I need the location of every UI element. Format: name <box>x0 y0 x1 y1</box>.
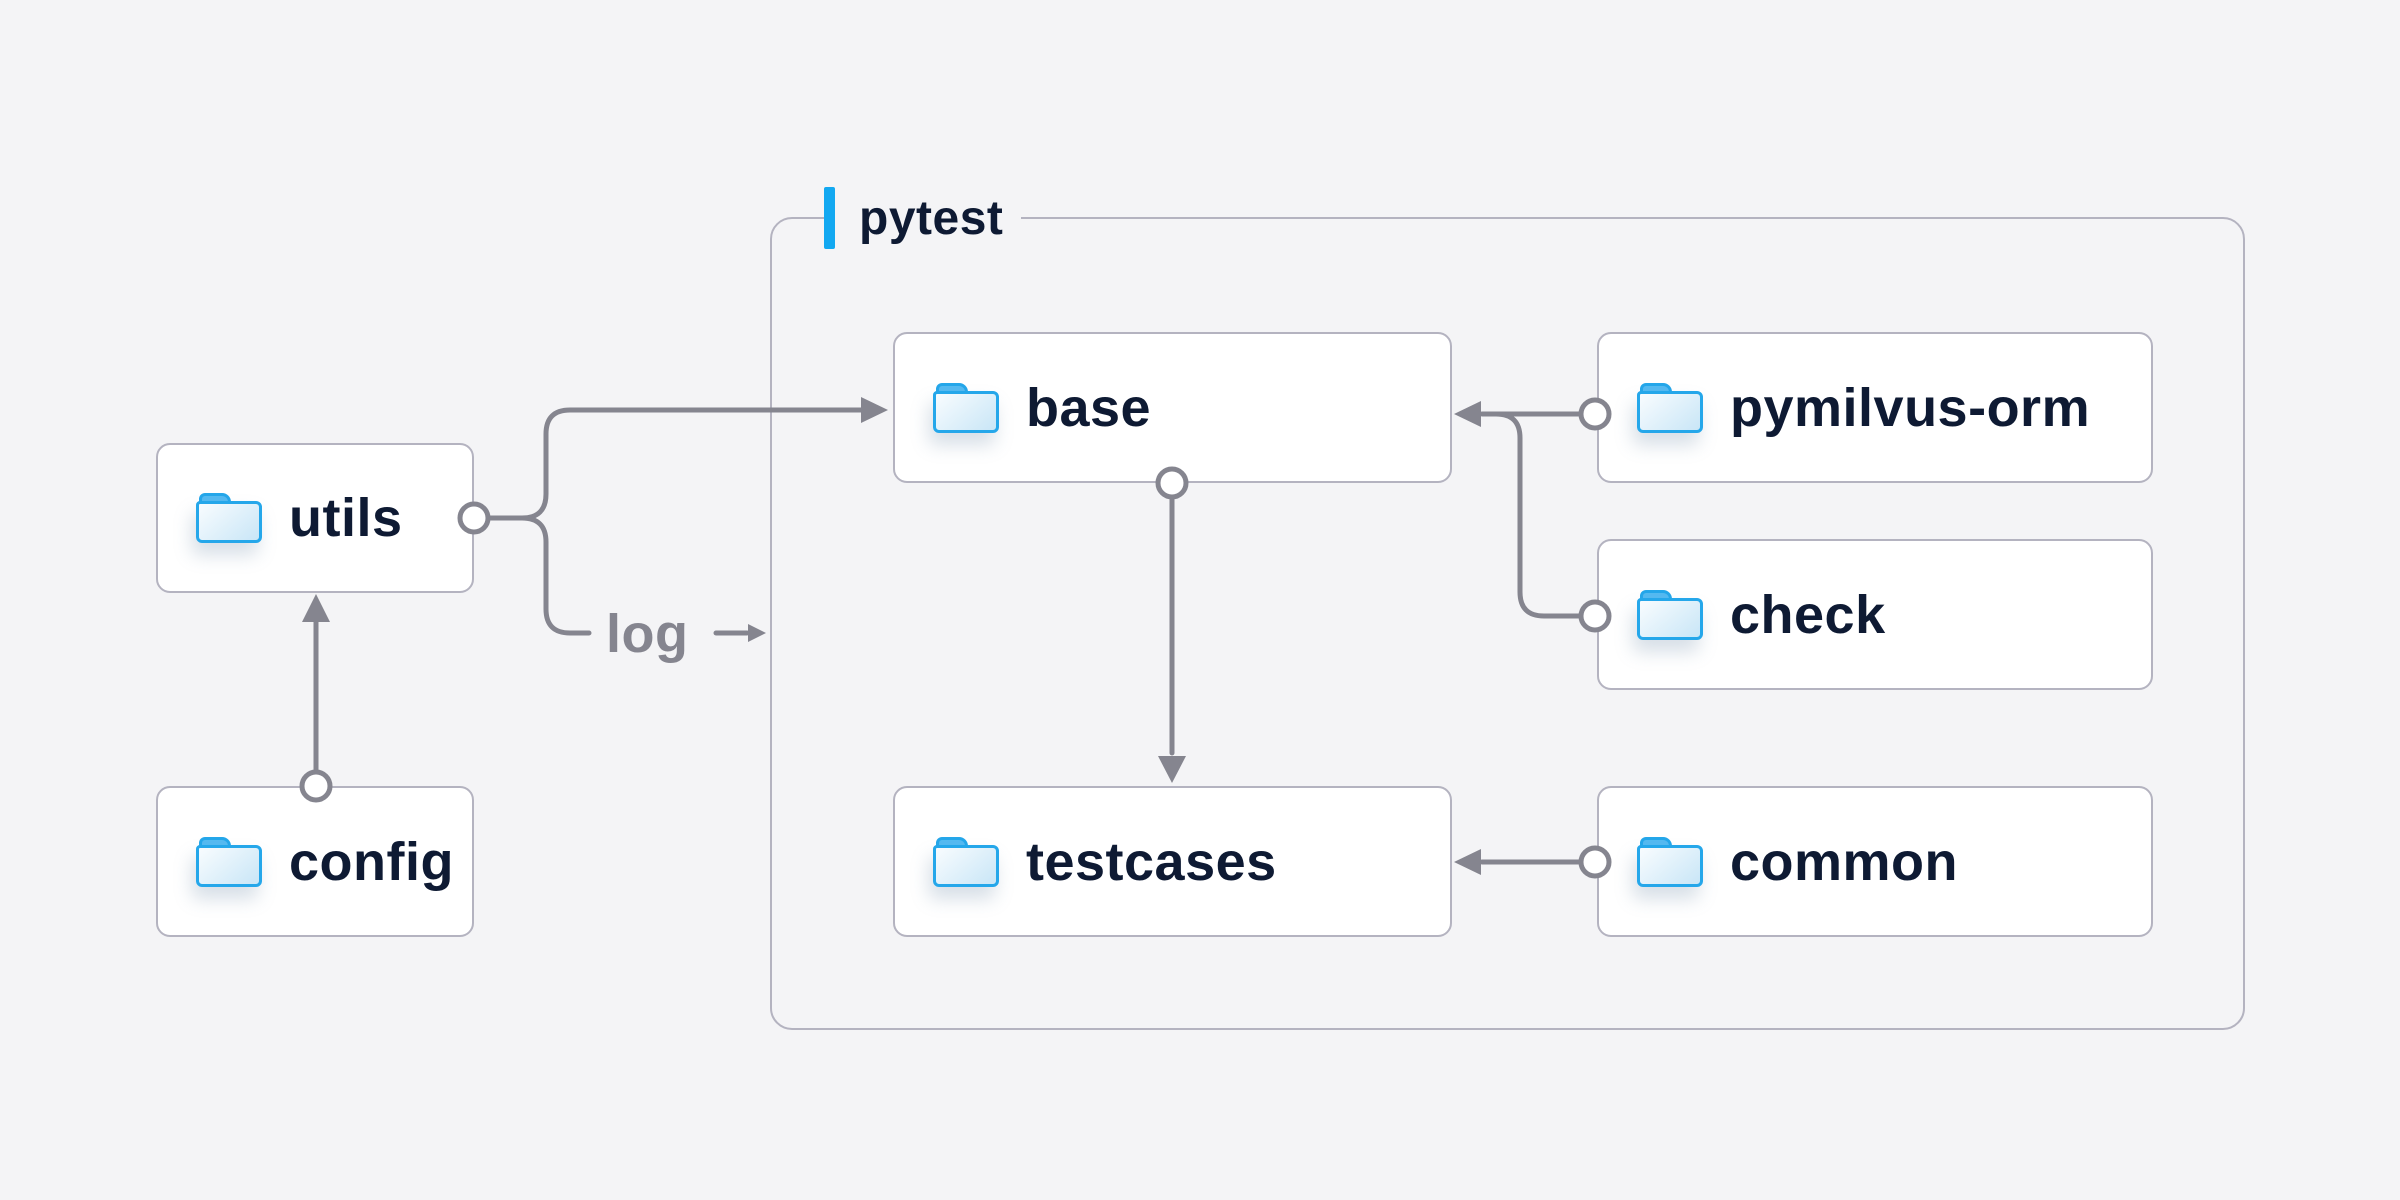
node-testcases: testcases <box>893 786 1452 937</box>
node-common: common <box>1597 786 2153 937</box>
node-base: base <box>893 332 1452 483</box>
folder-icon <box>1637 382 1703 433</box>
arrowhead-small-right-icon <box>748 624 766 642</box>
node-check: check <box>1597 539 2153 690</box>
node-pymilvus-orm: pymilvus-orm <box>1597 332 2153 483</box>
node-label: check <box>1730 584 1886 645</box>
node-label: common <box>1730 831 1959 892</box>
arrowhead-up-icon <box>302 594 330 622</box>
folder-icon <box>933 382 999 433</box>
node-label: utils <box>289 488 403 548</box>
folder-icon <box>196 493 262 543</box>
accent-bar <box>824 187 835 249</box>
pytest-group-label: pytest <box>824 186 1022 250</box>
group-title: pytest <box>859 191 1004 245</box>
edge-utils-to-log <box>486 515 592 636</box>
folder-icon <box>1637 589 1703 640</box>
node-config: config <box>156 786 474 937</box>
folder-icon <box>933 836 999 887</box>
folder-icon <box>1637 836 1703 887</box>
node-utils: utils <box>156 443 474 593</box>
folder-icon <box>196 836 262 887</box>
log-edge-label: log <box>606 604 689 664</box>
node-label: pymilvus-orm <box>1730 377 2091 438</box>
pytest-group: pytest <box>770 186 2245 1030</box>
node-label: testcases <box>1026 831 1277 892</box>
node-label: base <box>1026 377 1152 438</box>
node-label: config <box>289 831 454 892</box>
